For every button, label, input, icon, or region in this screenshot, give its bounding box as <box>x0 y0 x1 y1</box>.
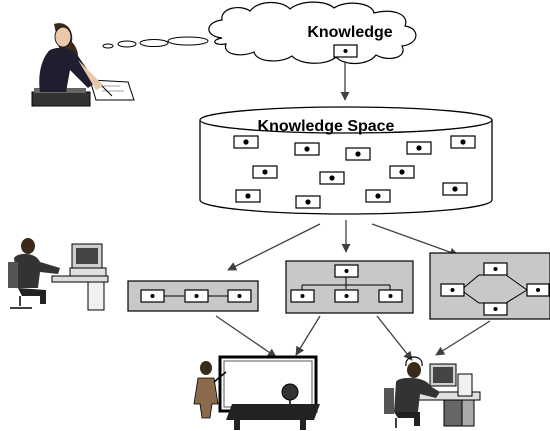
arrows-structures-to-users <box>215 315 491 361</box>
structure-chain <box>127 280 259 312</box>
presenter-at-whiteboard-icon <box>193 355 320 430</box>
arrows-space-to-structures <box>227 220 459 271</box>
space-nodes <box>233 135 476 209</box>
cloud-label: Knowledge <box>307 24 392 41</box>
structure-hierarchy <box>285 260 414 314</box>
structure-network <box>429 252 550 320</box>
writing-woman-icon <box>31 23 135 107</box>
cylinder-label: Knowledge Space <box>258 118 395 135</box>
helpdesk-operator-icon <box>384 356 481 428</box>
knowledge-cloud: Knowledge <box>208 1 417 65</box>
computer-worker-icon <box>8 238 109 311</box>
knowledge-space-cylinder: Knowledge Space <box>199 106 493 215</box>
thought-bubbles <box>102 36 209 49</box>
